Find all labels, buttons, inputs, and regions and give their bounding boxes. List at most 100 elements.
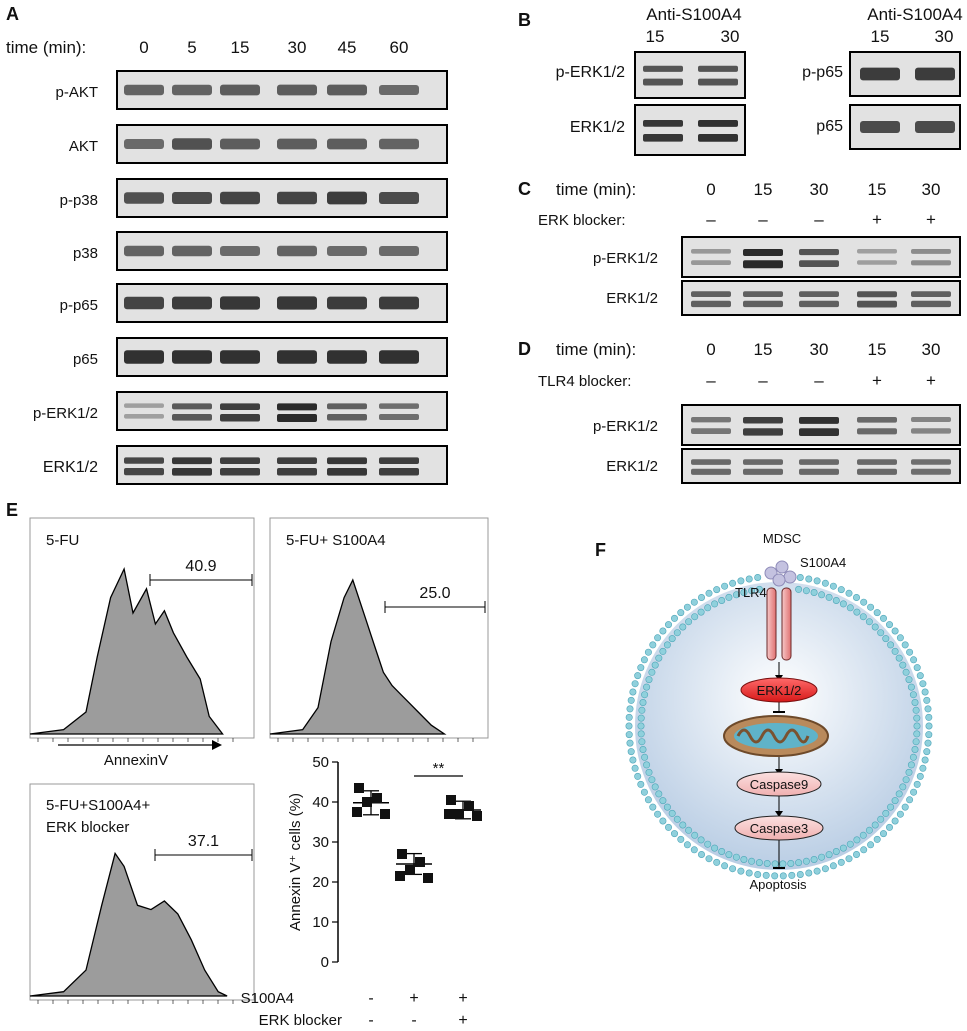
data-point — [395, 871, 405, 881]
data-point — [464, 801, 474, 811]
blot-c-band-lower — [691, 300, 731, 308]
lipid-head — [818, 853, 826, 861]
lipid-head — [648, 668, 656, 676]
blot-a-band-upper — [327, 457, 367, 465]
condition-mark: - — [411, 1012, 416, 1029]
lipid-head — [846, 840, 854, 848]
lipid-head — [906, 796, 914, 804]
blot-d-band-lower — [911, 468, 951, 475]
lipid-head — [779, 872, 787, 880]
lipid-head — [796, 573, 804, 581]
histogram-title: 5-FU+ S100A4 — [286, 532, 386, 549]
time-label-c: 0 — [706, 180, 715, 199]
lipid-head — [859, 613, 867, 621]
blot-label: p-ERK1/2 — [33, 405, 98, 422]
blot-d-band-upper — [799, 417, 839, 424]
group-2 — [395, 849, 433, 883]
y-tick-label: 10 — [312, 914, 329, 931]
blot-a-band-lower — [379, 468, 419, 476]
blot-b-right-band — [860, 67, 900, 81]
lipid-head — [713, 858, 721, 866]
lipid-head — [887, 641, 895, 649]
blot-d-band-upper — [743, 459, 783, 465]
lipid-head — [913, 730, 921, 738]
lipid-head — [748, 587, 756, 595]
treatment-mark-d: – — [706, 371, 716, 390]
blot-a-band — [379, 192, 419, 204]
lipid-head — [871, 623, 879, 631]
lipid-head — [899, 783, 907, 791]
lipid-head — [911, 698, 919, 706]
lipid-head — [771, 872, 779, 880]
lipid-head — [690, 598, 698, 606]
lipid-head — [644, 648, 652, 656]
lipid-head — [745, 575, 753, 583]
lipid-head — [871, 821, 879, 829]
data-point — [397, 849, 407, 859]
blot-a-band-upper — [220, 457, 260, 464]
panel-b-letter: B — [518, 10, 531, 30]
blot-a-band — [124, 296, 164, 310]
apoptosis-label: Apoptosis — [749, 877, 807, 892]
lipid-head — [745, 869, 753, 877]
lipid-head — [718, 847, 726, 855]
condition-mark: + — [458, 1012, 467, 1029]
blot-b-right-band — [915, 121, 955, 133]
lipid-head — [649, 803, 657, 811]
blot-b-right-band — [915, 67, 955, 81]
blot-c-band-upper — [743, 291, 783, 297]
lipid-head — [625, 731, 633, 739]
lipid-head — [664, 621, 672, 629]
blot-a-band-lower — [124, 414, 164, 419]
lipid-head — [867, 841, 875, 849]
lipid-head — [705, 855, 713, 863]
blot-a-band-upper — [124, 457, 164, 464]
lipid-head — [921, 688, 929, 696]
lipid-head — [867, 603, 875, 611]
lipid-head — [637, 780, 645, 788]
lipid-head — [690, 846, 698, 854]
blot-a-band — [277, 84, 317, 96]
lipid-head — [740, 588, 748, 596]
lipid-head — [659, 647, 667, 655]
data-point — [362, 797, 372, 807]
blot-c-band-lower — [743, 260, 783, 269]
blot-c-band-lower — [799, 260, 839, 267]
lipid-head — [923, 748, 931, 756]
blot-label: p65 — [816, 118, 843, 135]
blot-a-band — [277, 245, 317, 257]
lipid-head — [655, 654, 663, 662]
blot-b-left-band-upper — [698, 65, 738, 72]
lipid-head — [673, 629, 681, 637]
treatment-mark-d: – — [814, 371, 824, 390]
lipid-head — [839, 600, 847, 608]
blot-label: p-ERK1/2 — [556, 64, 625, 81]
blot-c-band-upper — [799, 291, 839, 297]
lipid-head — [626, 739, 634, 747]
blot-a-band-upper — [277, 403, 317, 411]
y-tick-label: 0 — [321, 954, 329, 971]
panel-a-time-header: time (min): — [6, 38, 86, 57]
treatment-mark-c: + — [872, 210, 882, 229]
gate-value: 25.0 — [419, 585, 450, 602]
lipid-head — [648, 776, 656, 784]
blot-a-frame — [116, 445, 448, 485]
lipid-head — [755, 859, 763, 867]
blot-d-band-lower — [743, 428, 783, 436]
lipid-head — [901, 641, 909, 649]
lipid-head — [654, 634, 662, 642]
blot-c-frame — [681, 236, 961, 278]
blot-a-band — [277, 296, 317, 310]
lipid-head — [921, 756, 929, 764]
lipid-head — [787, 859, 795, 867]
time-label-a: 15 — [231, 38, 250, 57]
lipid-head — [718, 596, 726, 604]
lipid-head — [725, 851, 733, 859]
blot-c-band-upper — [743, 249, 783, 256]
blot-d-band-upper — [691, 459, 731, 465]
mitochondrion-icon — [723, 715, 829, 757]
